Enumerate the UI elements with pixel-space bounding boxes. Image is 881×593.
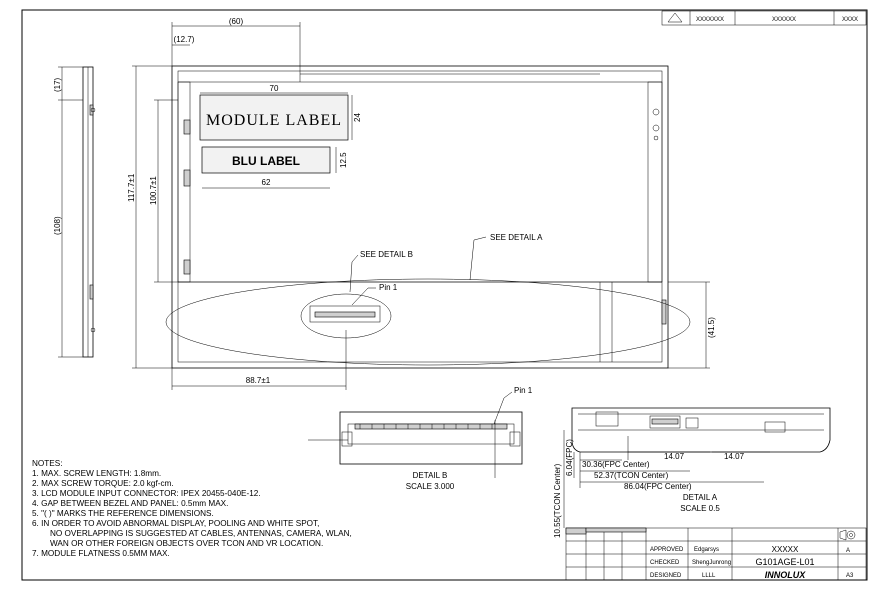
blu-label-box — [201, 146, 331, 174]
rev-cell-1: XXXXXXX — [696, 17, 724, 23]
detail-a-title: DETAIL A — [683, 493, 718, 502]
module-label-box — [199, 94, 349, 141]
title-block: APPROVED Edgarsys CHECKED ShengJunrong D… — [565, 527, 867, 581]
dim-17: (17) — [53, 77, 62, 92]
leader-a — [469, 236, 487, 281]
dim-41-5: (41.5) — [707, 317, 716, 338]
see-detail-a: SEE DETAIL A — [490, 233, 543, 242]
dim-100-7: 100.7±1 — [149, 176, 158, 205]
rev-cell-3: XXXX — [842, 17, 858, 23]
warning-triangle-icon — [667, 12, 683, 23]
dim-10-55: 10.55(TCON Center) — [553, 463, 562, 538]
dim-70: 70 — [270, 84, 279, 93]
front-dimensions: (60) (12.7) 117.7±1 100.7±1 (41.5) 88.7±… — [127, 17, 716, 390]
note-line-6b: NO OVERLAPPING IS SUGGESTED AT CABLES, A… — [50, 529, 352, 538]
detail-b-view: Pin 1 DETAIL B SCALE 3.000 — [308, 386, 533, 491]
note-line-6c: WAN OR OTHER FOREIGN OBJECTS OVER TCON A… — [50, 539, 323, 548]
note-line-5: 5. "( )" MARKS THE REFERENCE DIMENSIONS. — [32, 509, 214, 518]
detail-b-scale: SCALE 3.000 — [406, 482, 455, 491]
rev-letter: A — [846, 548, 850, 554]
pin1-front: Pin 1 — [379, 283, 398, 292]
dim-12-7: (12.7) — [174, 35, 195, 44]
dim-88-7: 88.7±1 — [246, 376, 271, 385]
pin1-detail: Pin 1 — [514, 386, 533, 395]
notes: NOTES: 1. MAX. SCREW LENGTH: 1.8mm. 2. M… — [32, 459, 352, 558]
model-code: XXXXX — [772, 545, 799, 554]
detail-a-view: 10.55(TCON Center) 6.04(FPC) 30.36(FPC C… — [553, 407, 831, 538]
checked-name: ShengJunrong — [692, 560, 731, 566]
dim-30-36: 30.36(FPC Center) — [582, 460, 650, 469]
designed-name: LLLL — [702, 573, 716, 579]
dim-6-04: 6.04(FPC) — [565, 439, 574, 476]
connector-pins — [359, 424, 493, 429]
dim-62: 62 — [262, 178, 271, 187]
note-line-7: 7. MODULE FLATNESS 0.5MM MAX. — [32, 549, 170, 558]
checked-label: CHECKED — [650, 560, 680, 566]
note-line-4: 4. GAP BETWEEN BEZEL AND PANEL: 0.5mm MA… — [32, 499, 228, 508]
side-view: (17) (108) — [53, 66, 96, 358]
blu-label-text: BLU LABEL — [232, 154, 300, 168]
detail-a-ellipse — [165, 278, 691, 366]
note-line-1: 1. MAX. SCREW LENGTH: 1.8mm. — [32, 469, 161, 478]
note-line-6: 6. IN ORDER TO AVOID ABNORMAL DISPLAY, P… — [32, 519, 319, 528]
dim-60: (60) — [229, 17, 244, 26]
approved-label: APPROVED — [650, 547, 684, 553]
dim-108: (108) — [53, 216, 62, 235]
revision-block: XXXXXXX XXXXXX XXXX — [661, 10, 867, 26]
leader-b — [349, 254, 359, 293]
see-detail-b: SEE DETAIL B — [360, 250, 413, 259]
dim-52-37: 52.37(TCON Center) — [594, 471, 669, 480]
dim-14-07-b: 14.07 — [724, 452, 745, 461]
note-line-3: 3. LCD MODULE INPUT CONNECTOR: IPEX 2045… — [32, 489, 261, 498]
module-label-text: MODULE LABEL — [206, 112, 342, 129]
dim-12-5: 12.5 — [339, 152, 348, 168]
approved-name: Edgarsys — [694, 547, 719, 553]
designed-label: DESIGNED — [650, 573, 682, 579]
model-number: G101AGE-L01 — [755, 557, 814, 567]
dim-117-7: 117.7±1 — [127, 173, 136, 202]
rev-cell-2: XXXXXX — [772, 17, 796, 23]
front-view: MODULE LABEL BLU LABEL 70 24 12.5 62 SEE… — [165, 65, 691, 369]
sheet-size: A3 — [846, 573, 854, 579]
company-name: INNOLUX — [765, 570, 806, 580]
detail-a-scale: SCALE 0.5 — [680, 504, 720, 513]
dim-14-07-a: 14.07 — [664, 452, 685, 461]
detail-b-title: DETAIL B — [413, 471, 448, 480]
sheet-border — [21, 9, 868, 581]
dim-24: 24 — [353, 113, 362, 122]
fpc-connector — [309, 305, 381, 323]
note-line-2: 2. MAX SCREW TORQUE: 2.0 kgf-cm. — [32, 479, 174, 488]
notes-title: NOTES: — [32, 459, 62, 468]
dim-86-04: 86.04(FPC Center) — [624, 482, 692, 491]
